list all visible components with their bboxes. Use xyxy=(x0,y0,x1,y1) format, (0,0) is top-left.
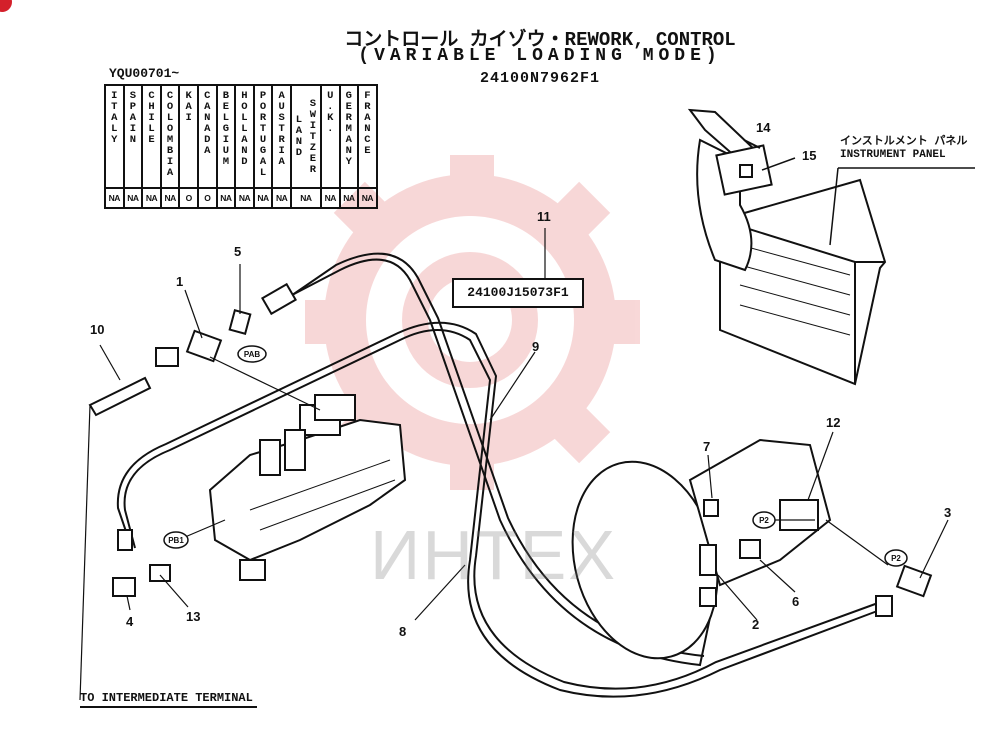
country-name-cell: COLOMBIA xyxy=(159,84,181,189)
country-name-cell: ITALY xyxy=(104,84,125,189)
callout-8: 8 xyxy=(399,624,407,639)
country-name-cell: CHILE xyxy=(141,84,162,189)
corner-marker xyxy=(0,0,12,12)
callout-5: 5 xyxy=(234,244,242,259)
country-name-cell: SWITZER LAND xyxy=(289,84,322,189)
port-label-ovals xyxy=(163,345,908,567)
instrument-panel-jp: インストルメント パネル xyxy=(840,136,968,148)
diagram-part-number: 24100N7962F1 xyxy=(479,70,601,87)
callout-1: 1 xyxy=(176,274,184,289)
country-code: NA xyxy=(357,187,378,209)
country-code: NA xyxy=(215,187,237,209)
diagram-title: コントロール カイゾウ・REWORK, CONTROL xyxy=(344,29,736,51)
instrument-panel-drawing xyxy=(687,108,975,386)
leader-lines xyxy=(79,228,949,701)
country-name: SWITZER LAND xyxy=(292,97,319,175)
country-name: CANADA xyxy=(201,90,214,156)
country-name: COLOMBIA xyxy=(164,90,177,178)
country-code: NA xyxy=(252,187,274,209)
country-code: NA xyxy=(338,187,360,209)
callout-9: 9 xyxy=(532,339,540,354)
country-name: AUSTRIA xyxy=(275,90,288,167)
country-code: NA xyxy=(141,187,162,209)
country-name: CHILE xyxy=(145,90,158,145)
country-name: FRANCE xyxy=(361,90,374,156)
instrument-panel-label: インストルメント パネル INSTRUMENT PANEL xyxy=(840,136,967,162)
country-table: ITALY SPAIN CHILE COLOMBIA KAI CANADA BELGIUM H… xyxy=(104,84,378,209)
callout-12: 12 xyxy=(826,415,841,430)
callout-2: 2 xyxy=(752,617,760,632)
callout-6: 6 xyxy=(792,594,800,609)
country-name: U.K. xyxy=(324,90,337,134)
country-name: PORTUGAL xyxy=(257,90,270,178)
country-name: BELGIUM xyxy=(219,90,232,167)
port-p2-left-label: P2 xyxy=(759,516,769,525)
port-p2-right-label: P2 xyxy=(891,554,901,563)
callout-11: 11 xyxy=(537,209,551,224)
watermark-gear-icon xyxy=(305,155,640,490)
country-name-cell: SPAIN xyxy=(122,84,144,189)
callout-14: 14 xyxy=(756,120,771,135)
country-code: NA xyxy=(319,187,341,209)
diagram-subtitle: (VARIABLE LOADING MODE) xyxy=(358,46,722,66)
serial-range: YQU00701~ xyxy=(109,66,180,81)
country-name: GERMANY xyxy=(342,90,355,167)
country-name-cell: U.K. xyxy=(319,84,341,189)
country-name-cell: PORTUGAL xyxy=(252,84,274,189)
callout-10: 10 xyxy=(90,322,105,337)
country-name-cell: CANADA xyxy=(196,84,218,189)
country-name-cell: HOLLAND xyxy=(234,84,255,189)
country-code: NA xyxy=(289,187,322,209)
country-name: HOLLAND xyxy=(238,90,251,167)
control-valve-drawing xyxy=(208,394,407,581)
country-code: NA xyxy=(271,187,292,209)
port-pab-label: PAB xyxy=(244,350,261,359)
callout-4: 4 xyxy=(126,614,134,629)
watermark-text: ИНТЕХ xyxy=(370,516,618,594)
callout-7: 7 xyxy=(703,439,711,454)
country-code: NA xyxy=(159,187,181,209)
callout-15: 15 xyxy=(802,148,817,163)
country-code: NA xyxy=(104,187,125,209)
country-name-cell: BELGIUM xyxy=(215,84,237,189)
country-code: O xyxy=(178,187,199,209)
callout-13: 13 xyxy=(186,609,201,624)
country-name-cell: KAI xyxy=(178,84,199,189)
country-code: O xyxy=(196,187,218,209)
country-name-cell: GERMANY xyxy=(338,84,360,189)
country-name-cell: FRANCE xyxy=(357,84,378,189)
country-name: KAI xyxy=(182,90,195,123)
country-code: NA xyxy=(234,187,255,209)
country-name-cell: AUSTRIA xyxy=(271,84,292,189)
country-name-row: ITALY SPAIN CHILE COLOMBIA KAI CANADA BELGIUM H… xyxy=(104,84,378,189)
instrument-panel-en: INSTRUMENT PANEL xyxy=(840,149,946,161)
country-code: NA xyxy=(122,187,144,209)
port-pb1-label: PB1 xyxy=(168,536,184,545)
callout-3: 3 xyxy=(944,505,952,520)
intermediate-terminal-label: TO INTERMEDIATE TERMINAL xyxy=(80,691,257,708)
country-name: SPAIN xyxy=(126,90,139,145)
part-number-box: 24100J15073F1 xyxy=(452,278,584,308)
country-name: ITALY xyxy=(108,90,121,145)
